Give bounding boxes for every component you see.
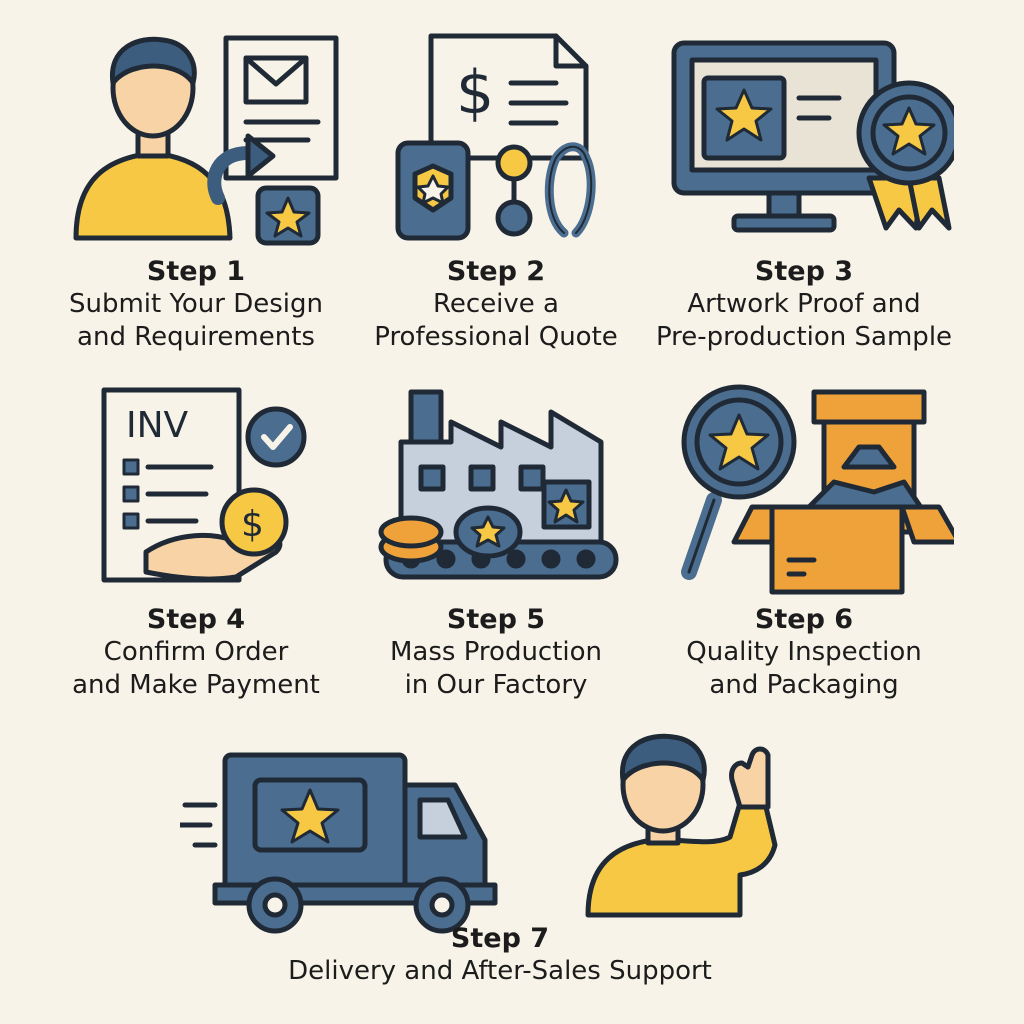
step-7: Step 7 Delivery and After-Sales Support xyxy=(100,725,900,1005)
step-description: Mass Production xyxy=(389,637,603,667)
step-title: Step 1 xyxy=(146,256,246,287)
step-description: Artwork Proof and xyxy=(687,289,921,319)
submit-design-icon xyxy=(68,28,348,248)
dollar-sign: $ xyxy=(456,58,494,128)
waving-person-icon xyxy=(580,725,790,920)
step-1: Step 1 Submit Your Design and Requiremen… xyxy=(26,28,366,358)
coin-dollar-sign: $ xyxy=(241,504,264,545)
step-title: Step 3 xyxy=(754,256,854,287)
invoice-payment-icon: INV $ xyxy=(86,382,326,592)
factory-icon xyxy=(376,382,626,592)
step-description: Submit Your Design xyxy=(68,289,324,319)
step-title: Step 4 xyxy=(146,604,246,635)
artwork-proof-icon xyxy=(664,28,954,248)
step-title: Step 6 xyxy=(754,604,854,635)
inspection-packaging-icon xyxy=(674,382,954,597)
step-title: Step 7 xyxy=(450,923,550,954)
step-description: in Our Factory xyxy=(404,670,588,700)
step-5: Step 5 Mass Production in Our Factory xyxy=(326,382,666,712)
step-4: INV $ Step 4 Confirm Order and Make Paym… xyxy=(26,382,366,712)
step-description: and Make Payment xyxy=(72,670,320,700)
step-description: Professional Quote xyxy=(374,322,618,352)
step-description: and Requirements xyxy=(77,322,315,352)
step-2: $ Step 2 Receive a Professional Quote xyxy=(326,28,666,358)
step-description: Confirm Order xyxy=(103,637,289,667)
invoice-label: INV xyxy=(126,405,189,446)
step-description: and Packaging xyxy=(709,670,899,700)
quote-icon: $ xyxy=(386,28,616,248)
delivery-truck-icon xyxy=(180,745,500,935)
step-description: Receive a xyxy=(433,289,559,319)
step-description: Delivery and After-Sales Support xyxy=(288,956,712,986)
step-description: Pre-production Sample xyxy=(655,322,953,352)
step-6: Step 6 Quality Inspection and Packaging xyxy=(634,382,974,712)
step-title: Step 5 xyxy=(446,604,546,635)
step-description: Quality Inspection xyxy=(686,637,922,667)
step-title: Step 2 xyxy=(446,256,546,287)
step-3: Step 3 Artwork Proof and Pre-production … xyxy=(634,28,974,358)
